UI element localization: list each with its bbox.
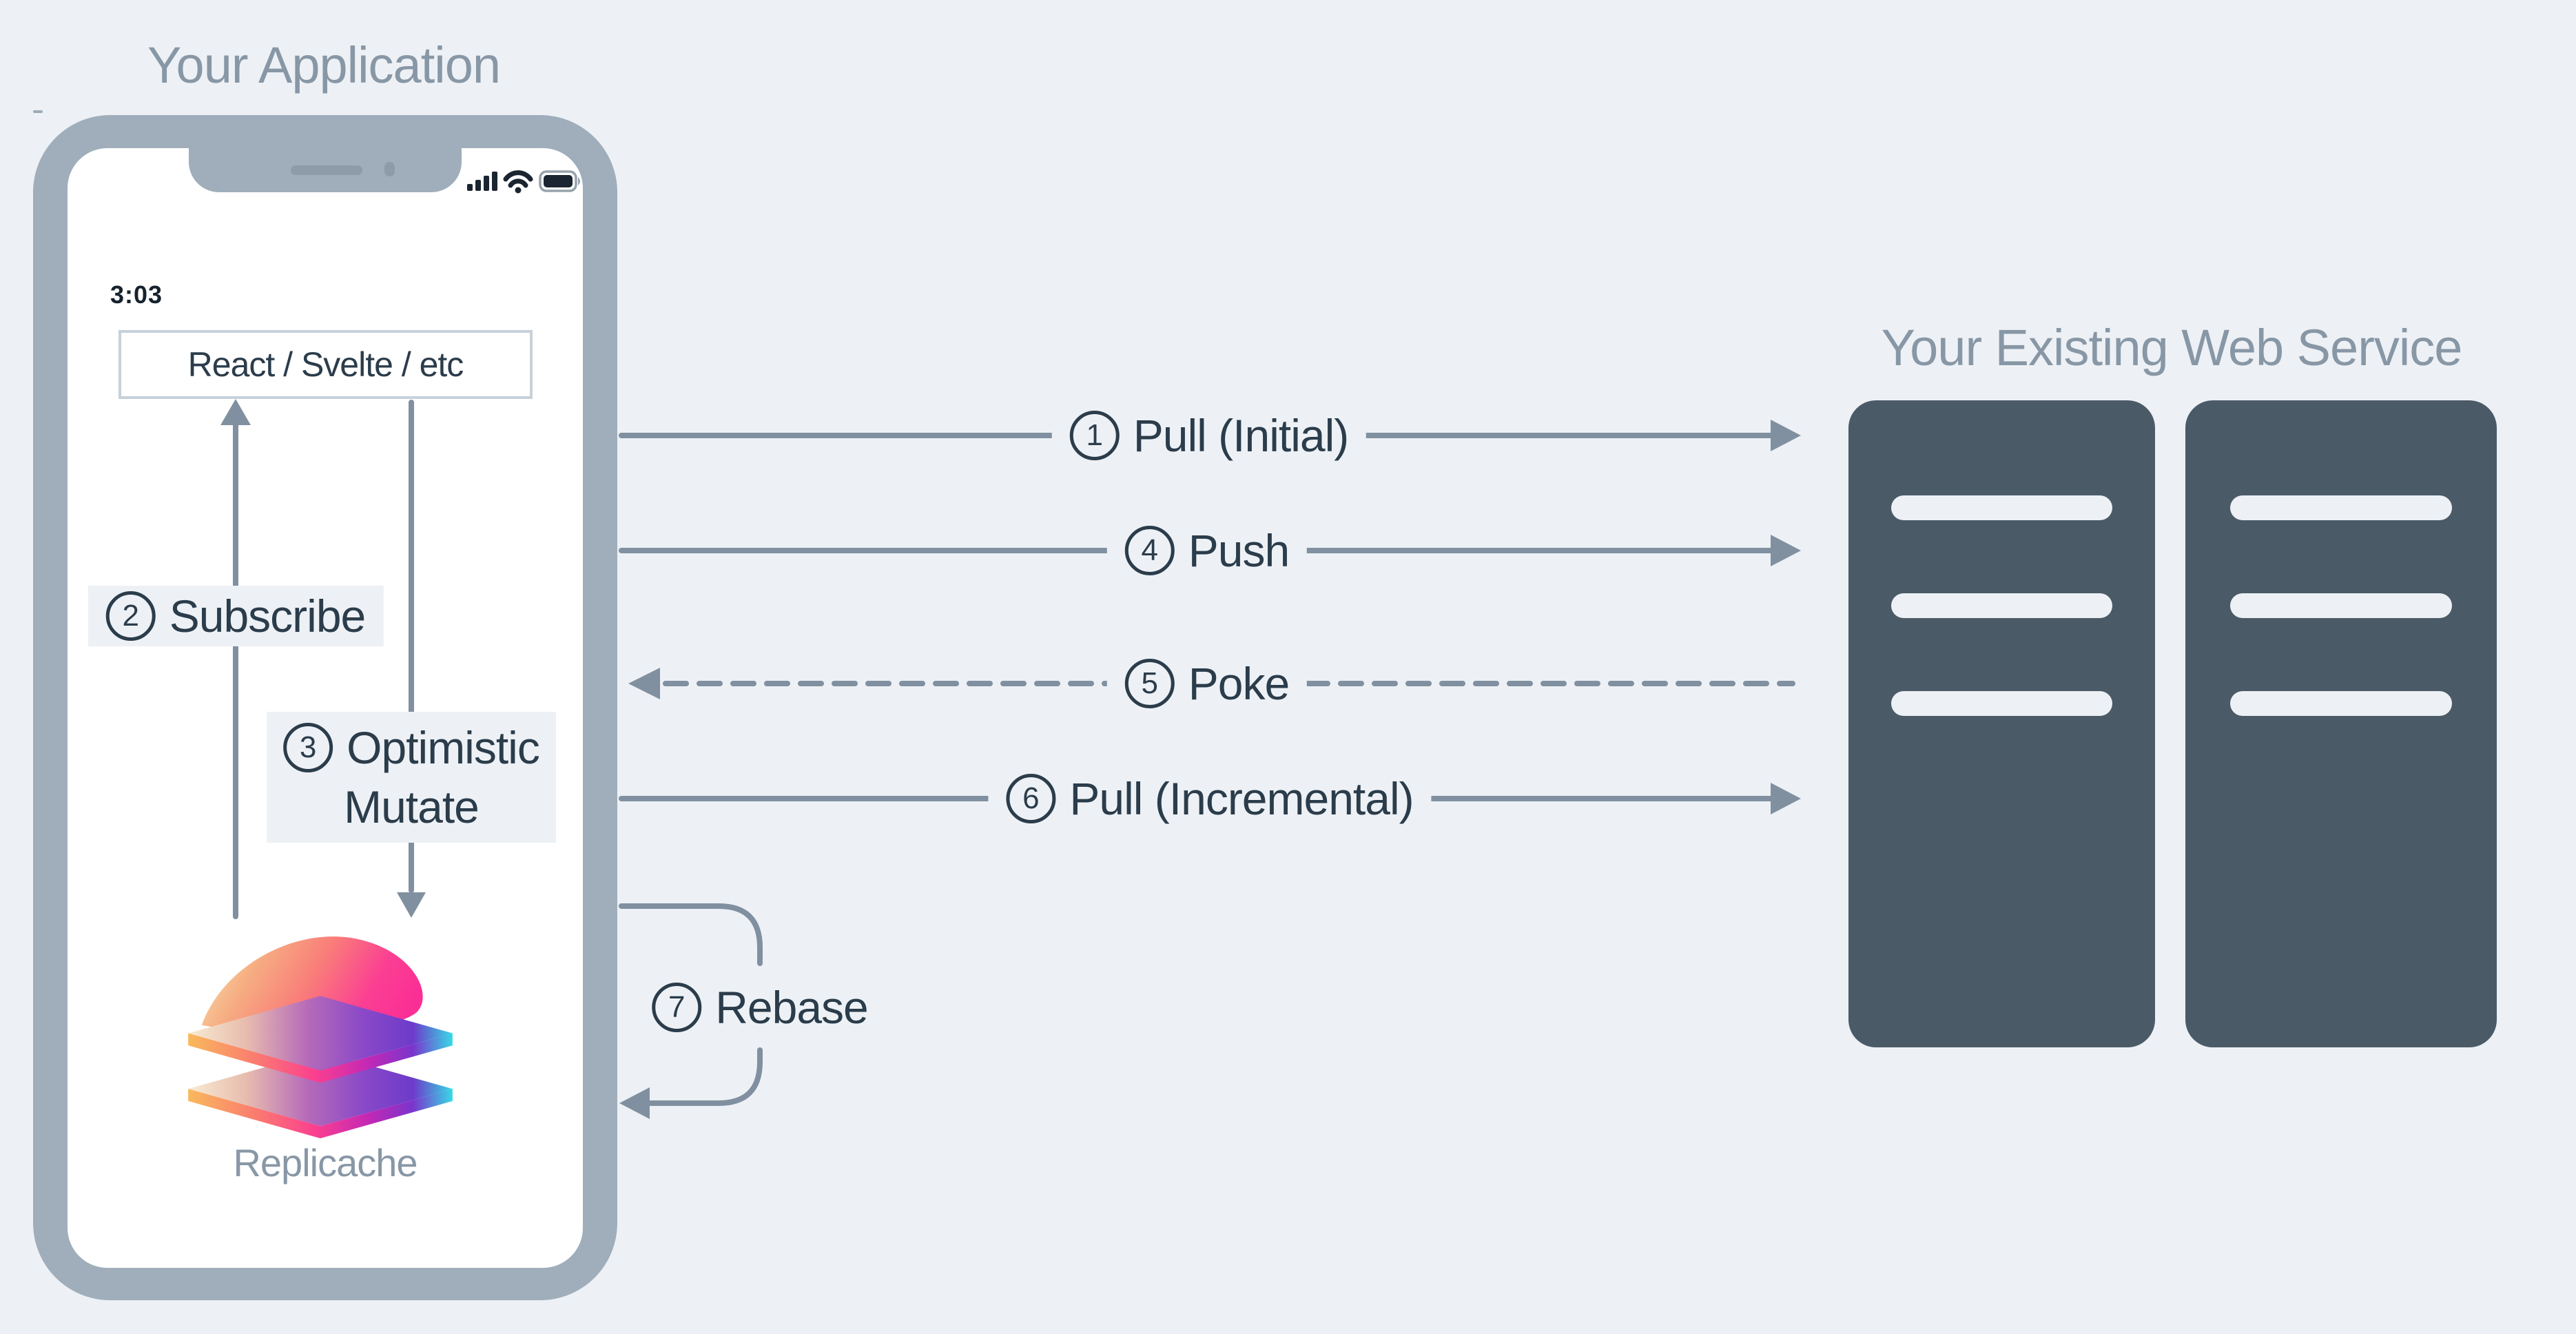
flow-label-pull-incremental: 6 Pull (Incremental) (988, 768, 1432, 829)
web-service-title: Your Existing Web Service (1881, 319, 2463, 376)
subscribe-arrowhead (220, 399, 251, 425)
flow-label-text: Optimistic (347, 722, 540, 773)
framework-box-label: React / Svelte / etc (187, 345, 464, 384)
server-tower-right (2185, 400, 2497, 1047)
flow-label-pull-initial: 1 Pull (Initial) (1051, 405, 1367, 466)
speaker-grille-icon (291, 165, 362, 175)
flow-label-text: Subscribe (169, 591, 366, 642)
replicache-logo-icon (186, 930, 455, 1140)
flow-label-rebase: 7 Rebase (634, 977, 886, 1038)
step-number-badge: 7 (652, 983, 702, 1032)
server-slot (1891, 495, 2112, 520)
status-time: 3:03 (110, 280, 163, 309)
step-number-badge: 5 (1124, 659, 1175, 708)
step-number-badge: 6 (1006, 774, 1056, 823)
pull-initial-arrowhead (1771, 420, 1801, 451)
pull-incremental-arrowhead (1771, 783, 1801, 814)
flow-label-optimistic-mutate: 3 Optimistic Mutate (267, 712, 556, 843)
stray-mark (33, 110, 43, 113)
server-slot (1891, 593, 2112, 618)
flow-label-poke: 5 Poke (1106, 653, 1308, 714)
replicache-label: Replicache (233, 1141, 418, 1184)
signal-icon (467, 172, 497, 191)
step-number-badge: 4 (1124, 526, 1175, 575)
battery-icon (539, 170, 580, 192)
mutate-arrowhead (397, 892, 426, 918)
phone-notch (189, 148, 462, 192)
step-number-badge: 3 (283, 723, 333, 772)
camera-dot-icon (384, 162, 395, 176)
flow-label-text: Push (1188, 525, 1290, 576)
flow-label-text-line2: Mutate (344, 781, 480, 832)
flow-label-text: Pull (Incremental) (1069, 773, 1414, 824)
step-number-badge: 2 (105, 591, 156, 641)
wifi-icon (503, 170, 533, 194)
server-tower-left (1848, 400, 2155, 1047)
poke-arrowhead (628, 668, 660, 699)
rebase-arrowhead (619, 1087, 650, 1119)
flow-label-text: Rebase (715, 982, 868, 1033)
server-slot (1891, 691, 2112, 716)
flow-label-text: Poke (1188, 658, 1290, 709)
step-number-badge: 1 (1069, 411, 1120, 460)
flow-label-text: Pull (Initial) (1133, 410, 1349, 461)
framework-box: React / Svelte / etc (119, 330, 533, 399)
rebase-loop-top (619, 903, 763, 966)
app-title: Your Application (147, 37, 501, 94)
status-icons (467, 170, 580, 194)
server-slot (2230, 593, 2452, 618)
server-slot (2230, 495, 2452, 520)
server-slot (2230, 691, 2452, 716)
rebase-loop-bottom (643, 1047, 763, 1106)
flow-label-push: 4 Push (1106, 520, 1308, 581)
push-arrowhead (1771, 535, 1801, 566)
phone-frame: 3:03 React / Svelte / etc (33, 115, 617, 1300)
flow-label-subscribe: 2 Subscribe (87, 586, 384, 646)
